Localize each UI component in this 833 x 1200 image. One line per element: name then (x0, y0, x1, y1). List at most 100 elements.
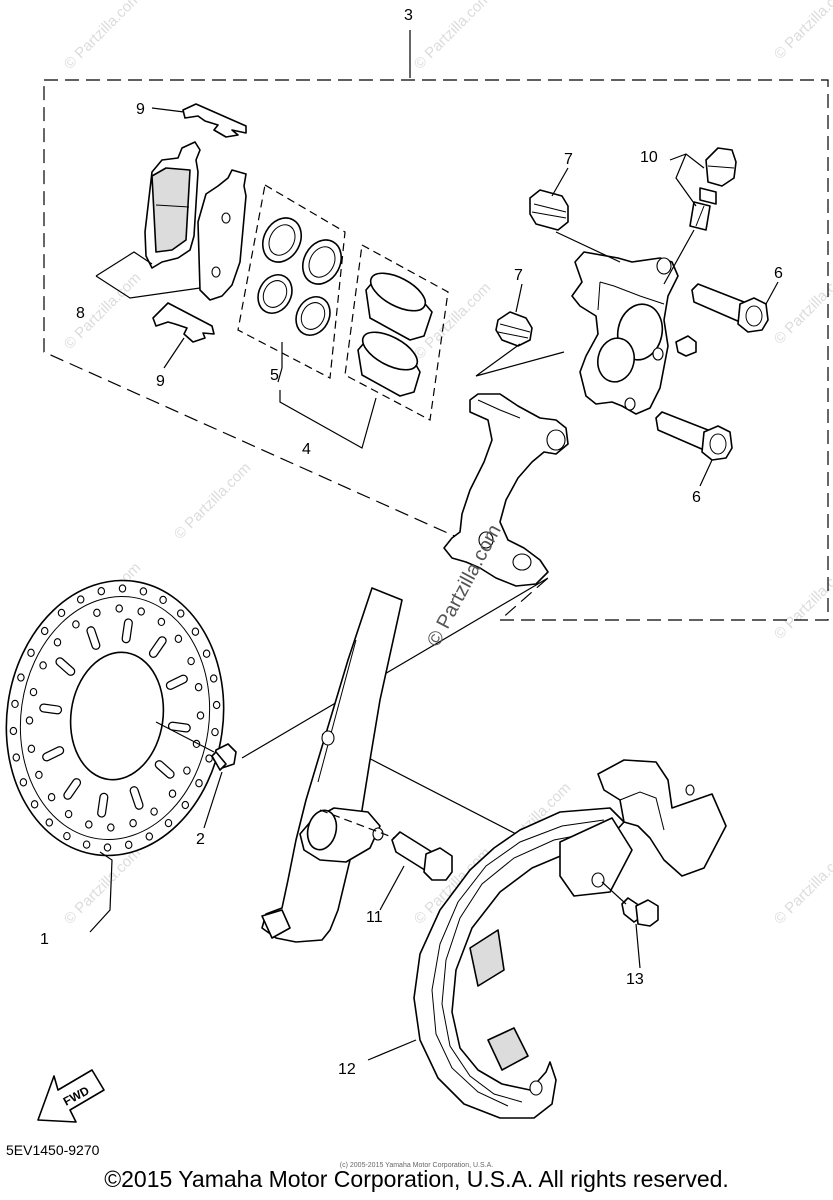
brake-pad-inner (144, 141, 201, 269)
callout-7-lower: 7 (514, 267, 523, 284)
callout-leaders (89, 30, 779, 1061)
disc-hole (157, 617, 166, 627)
watermark: © Partzilla.com (771, 559, 833, 642)
disc-hole (40, 626, 49, 636)
disc-hole (196, 711, 205, 720)
front-fork-leg (261, 587, 403, 943)
disc-hole (53, 638, 62, 647)
watermark: © Partzilla.com (61, 269, 144, 352)
caliper-pin-lower (655, 411, 733, 461)
disc-slot (43, 747, 63, 761)
disc-hole (159, 595, 167, 605)
leader-guard (601, 881, 627, 905)
disc-hole (174, 634, 183, 643)
disc-slot (87, 627, 100, 649)
callout-6-lower: 6 (692, 489, 701, 506)
disc-hole (145, 832, 154, 841)
disc-hole (9, 726, 18, 736)
disc-hole (164, 818, 173, 828)
watermark: © Partzilla.com (61, 0, 144, 73)
brake-disc (5, 579, 225, 857)
caliper-pin-upper (691, 283, 769, 333)
disc-hole (205, 754, 213, 763)
callout-11: 11 (366, 909, 383, 926)
disc-slot (40, 704, 61, 714)
pad-shim-upper (182, 103, 247, 138)
disc-hole (129, 819, 137, 828)
guard-bolt (621, 897, 659, 927)
callout-1: 1 (40, 931, 49, 948)
watermark: © Partzilla.com (411, 0, 494, 73)
leader-boots (475, 231, 621, 377)
disc-hole (11, 699, 19, 709)
disc-hole (115, 604, 123, 613)
callout-labels: 3 9 9 8 5 4 7 7 10 6 6 1 2 11 12 13 (40, 7, 783, 1078)
disc-hole (76, 595, 85, 604)
caliper-body (571, 251, 679, 415)
disc-holes (9, 584, 221, 852)
disc-hole (93, 608, 101, 617)
disc-hole (27, 744, 36, 753)
disc-hole (195, 779, 203, 788)
disc-slot (64, 779, 80, 799)
fork-bolt (391, 831, 453, 881)
disc-slots (39, 618, 191, 818)
watermark: © Partzilla.com (771, 0, 833, 63)
caliper-bracket (443, 393, 569, 587)
disc-hole (209, 674, 218, 683)
disc-hole (191, 627, 200, 636)
callout-9-upper: 9 (136, 101, 145, 118)
disc-hole (194, 683, 203, 692)
disc-slot (56, 658, 75, 675)
disc-hole (29, 687, 38, 697)
disc-hole (57, 608, 66, 618)
callout-12: 12 (338, 1061, 356, 1078)
caliper-pistons (357, 272, 433, 397)
disc-hole (168, 789, 177, 798)
disc-slot (169, 722, 190, 732)
disc-hole (45, 818, 54, 827)
disc-hole (27, 648, 35, 657)
bleed-screw (689, 147, 737, 231)
disc-hole (39, 661, 47, 670)
callout-9-lower: 9 (156, 373, 165, 390)
disc-hole (187, 656, 195, 666)
disc-bolt (211, 743, 237, 771)
disc-hole (25, 716, 34, 725)
callout-10: 10 (640, 149, 658, 166)
disc-hole (85, 820, 93, 829)
callout-3: 3 (404, 7, 413, 24)
disc-hole (82, 840, 91, 849)
disc-hole (181, 800, 190, 810)
disc-hole (47, 793, 56, 802)
watermark: © Partzilla.com (171, 459, 254, 542)
callout-13: 13 (626, 971, 644, 988)
leader-pads (95, 251, 201, 299)
pad-shim-lower (152, 302, 215, 343)
leader-bleed (663, 153, 705, 285)
disc-hole (72, 620, 80, 629)
disc-hole (63, 831, 71, 841)
callout-7-upper: 7 (564, 151, 573, 168)
leader-disc-bolt (155, 721, 215, 753)
disc-hole (183, 766, 191, 775)
disc-hole (97, 587, 106, 596)
disc-hole (107, 823, 115, 832)
disc-hole (212, 700, 221, 710)
caliper-boot-upper (529, 189, 569, 231)
callout-6-upper: 6 (774, 265, 783, 282)
disc-hole (124, 840, 133, 849)
fwd-arrow-icon: FWD (37, 1069, 105, 1123)
disc-hole (103, 843, 112, 852)
piston-kit-boundary (344, 244, 449, 421)
fork-mount-guide (319, 809, 401, 841)
watermark: © Partzilla.com (771, 844, 833, 927)
disc-slot (98, 793, 108, 817)
disc-hole (202, 649, 211, 658)
callout-4: 4 (302, 441, 311, 458)
diagram-code: 5EV1450-9270 (6, 1142, 100, 1158)
disc-hole (12, 753, 21, 762)
caliper-assembly-boundary (43, 79, 829, 621)
disc-hole (137, 607, 145, 616)
